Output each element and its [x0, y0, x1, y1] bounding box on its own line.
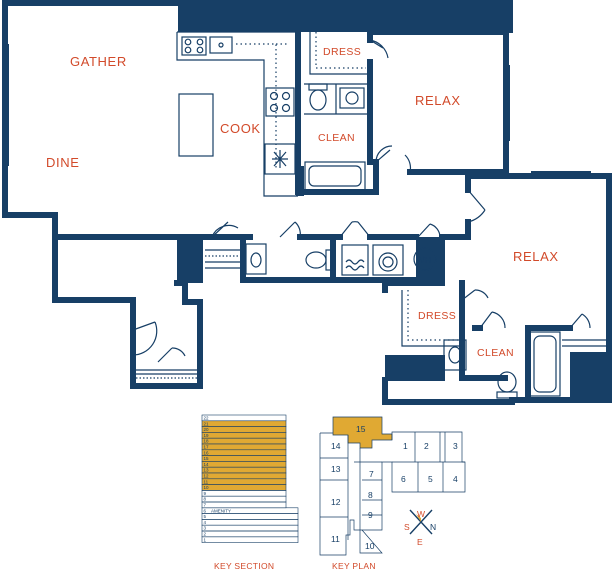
key-section-floor-1 [201, 536, 299, 543]
key-plan-unit-14-label: 14 [331, 441, 341, 451]
key-section-caption: KEY SECTION [214, 561, 274, 570]
key-section-floor-13 [201, 466, 287, 474]
key-section-floor-12 [201, 472, 287, 480]
key-section-floor-2 [201, 530, 299, 538]
key-section-floor-label: 2 [204, 532, 207, 537]
key-plan-caption: KEY PLAN [332, 561, 376, 570]
key-section-floor-14 [201, 461, 287, 468]
toilet-top-icon [308, 83, 328, 111]
compass-s: S [404, 522, 410, 532]
hall-toilet-icon [305, 249, 333, 271]
key-plan-unit-8-label: 8 [368, 490, 373, 500]
key-plan-unit-7-label: 7 [369, 469, 374, 479]
dryer-icon [372, 244, 404, 276]
compass-rose: W N E S [404, 509, 436, 547]
washer-icon [341, 244, 369, 276]
floor-plan-walls [2, 0, 612, 405]
key-section-floor-label: 22 [204, 416, 210, 421]
room-label-cook: COOK [220, 121, 261, 136]
key-section-floor-label: 1 [204, 537, 207, 542]
hall-sink-icon [245, 243, 267, 275]
key-plan-unit-13-label: 13 [331, 464, 341, 474]
key-plan-unit-4-label: 4 [453, 474, 458, 484]
key-section-floor-label: 9 [204, 491, 207, 496]
bathtub-top-icon [304, 161, 366, 191]
room-label-clean-bottom: CLEAN [477, 347, 514, 359]
cooktop-icon [265, 87, 295, 117]
room-label-relax-top: RELAX [415, 93, 461, 108]
bath-sink-bottom-icon [443, 339, 467, 371]
key-plan-unit-15-label: 15 [356, 424, 366, 434]
key-section-floor-label: 8 [204, 497, 207, 502]
key-section-floor-16 [201, 449, 287, 456]
bathtub-bottom-icon [529, 331, 561, 397]
room-label-dine: DINE [46, 155, 79, 170]
key-plan-unit-12-label: 12 [331, 497, 341, 507]
key-plan-unit-3-label: 3 [453, 441, 458, 451]
key-section-floor-3 [201, 524, 299, 532]
key-section-floor-label: 3 [204, 526, 207, 531]
refrigerator-icon [264, 143, 296, 175]
key-section-floor-label: 15 [204, 456, 210, 461]
compass-w: W [417, 509, 425, 519]
key-plan-unit-11-label: 11 [331, 534, 340, 544]
key-section-floor-label: 13 [204, 468, 210, 473]
key-section-floor-7 [201, 501, 287, 509]
room-label-dress-top: DRESS [323, 46, 361, 58]
key-section-floor-label: 14 [204, 462, 210, 467]
key-section-floor-label: 20 [204, 427, 210, 432]
key-section-floor-label: 19 [204, 433, 210, 438]
key-section-amenity-label: AMENITY [211, 508, 231, 513]
room-label-relax-right: RELAX [513, 249, 559, 264]
key-section-floor-17 [201, 443, 287, 451]
key-section-floor-label: 7 [204, 503, 207, 508]
key-section-floor-18 [201, 437, 287, 445]
key-section-floor-label: 6 [204, 508, 207, 513]
fixtures [132, 31, 608, 399]
key-section-floor-label: 18 [204, 439, 210, 444]
key-section-floor-9 [201, 490, 287, 497]
key-section-floor-5 [201, 513, 299, 520]
key-plan-unit-1-label: 1 [403, 441, 408, 451]
kitchen-island [178, 93, 214, 157]
key-plan-unit-9-label: 9 [368, 510, 373, 520]
key-section-floor-22 [201, 414, 287, 422]
key-section-floor-label: 10 [204, 485, 210, 490]
compass-n: N [430, 522, 436, 532]
kitchen-sink-icon [209, 36, 233, 54]
stovetop-icon [181, 36, 207, 56]
toilet-bottom-icon [496, 371, 518, 399]
key-section-floor-15 [201, 455, 287, 462]
key-section-floor-label: 12 [204, 474, 210, 479]
key-section-floor-19 [201, 432, 287, 439]
room-label-dress-bottom: DRESS [418, 310, 456, 322]
key-plan-unit-5-label: 5 [428, 474, 433, 484]
water-heater-icon [413, 247, 437, 271]
key-section-floor-label: 16 [204, 450, 210, 455]
key-section-floor-label: 11 [204, 479, 209, 484]
wall-blocks [177, 0, 612, 402]
key-section-floor-label: 21 [204, 421, 210, 426]
water-heater-label: WH [416, 255, 431, 265]
key-section-floor-11 [201, 478, 287, 485]
compass-e: E [417, 537, 423, 547]
key-section-floor-label: 17 [204, 445, 210, 450]
room-label-clean-top: CLEAN [318, 132, 355, 144]
key-section-floor-label: 4 [204, 520, 207, 525]
key-plan: 15 14 13 12 11 10 9 8 7 6 5 4 3 2 1 [319, 416, 466, 556]
room-label-gather: GATHER [70, 54, 127, 69]
key-section-floor-10 [201, 484, 287, 491]
bath-sink-top-icon [339, 87, 365, 109]
key-plan-unit-2-label: 2 [424, 441, 429, 451]
key-section-floor-21 [201, 420, 287, 427]
key-section-floor-4 [201, 519, 299, 526]
key-plan-unit-10-label: 10 [365, 541, 375, 551]
key-section-floor-8 [201, 495, 287, 503]
key-section-floor-label: 5 [204, 514, 207, 519]
key-section-floor-20 [201, 426, 287, 433]
key-plan-unit-6-label: 6 [401, 474, 406, 484]
